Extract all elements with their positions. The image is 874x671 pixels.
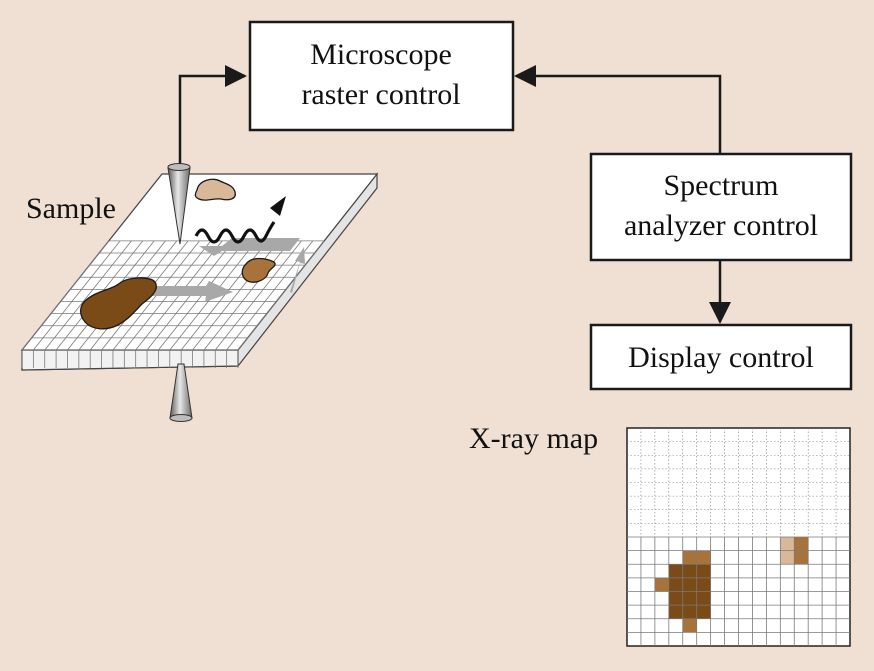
xray-emission-arrowhead [270,196,286,216]
xray-map-pixel [682,605,697,619]
sample-grid-col-line [21,240,110,351]
scan-arrow-lower [142,281,233,302]
sample-grid-col-line [203,240,291,351]
electron-probe-icon [167,163,191,245]
spectrum-box-line1: Spectrum [664,169,779,202]
xray-map-grid [627,428,850,646]
xray-map-pixel [682,618,697,633]
xray-map-pixel [668,577,683,592]
sample-particle-mid [241,257,276,283]
sample-edge-ticks [21,350,239,368]
sample-grid-col-line [33,240,121,351]
spectrum-box-line2: analyzer control [624,209,818,242]
microscope-box-line2: raster control [301,78,460,111]
microscope-box-line1: Microscope [310,38,452,71]
sample-grid-col-line [214,240,302,351]
scan-arrow-upper [199,238,300,256]
xray-map-pixel [780,537,795,551]
xray-map-pixel [668,591,683,606]
xray-map-pixel [696,605,711,619]
scan-direction-arrows [142,238,305,302]
sample-stage-support-icon [169,363,193,422]
spectrum-analyzer-control-box: Spectrum analyzer control [589,152,853,262]
probe-to-microscope-arrow [178,65,247,165]
xray-map-label: X-ray map [469,422,598,455]
xray-map-pixel [682,550,697,565]
microscope-raster-control-box: Microscope raster control [248,20,515,132]
sample-grid-col-line [237,240,325,351]
spectrum-to-microscope-arrow [514,65,722,155]
sample-label: Sample [26,192,116,225]
sample-grid-col-line [44,240,132,351]
display-control-box: Display control [589,323,853,391]
xray-map-pixel [794,550,809,565]
xray-map-pixel [696,564,711,578]
xray-map [626,427,851,647]
sample-particle-light [194,178,236,201]
xray-map-pixel [682,577,697,592]
xray-map-pixels [654,537,809,633]
xray-map-pixel [794,537,809,551]
xray-map-pixel [682,564,697,578]
xray-map-pixel [668,605,683,619]
xray-emission-wave [194,221,276,244]
xray-map-pixel [696,591,711,606]
xray-map-pixel [696,577,711,592]
xray-map-pixel [696,550,711,565]
xray-map-pixel [668,564,683,578]
sample-particle-dark [79,277,157,330]
xray-map-pixel [654,577,669,592]
scan-arrow-vertical [290,247,305,293]
xray-map-pixel [780,550,795,565]
xray-map-pixel [682,591,697,606]
display-box-label: Display control [628,341,814,374]
